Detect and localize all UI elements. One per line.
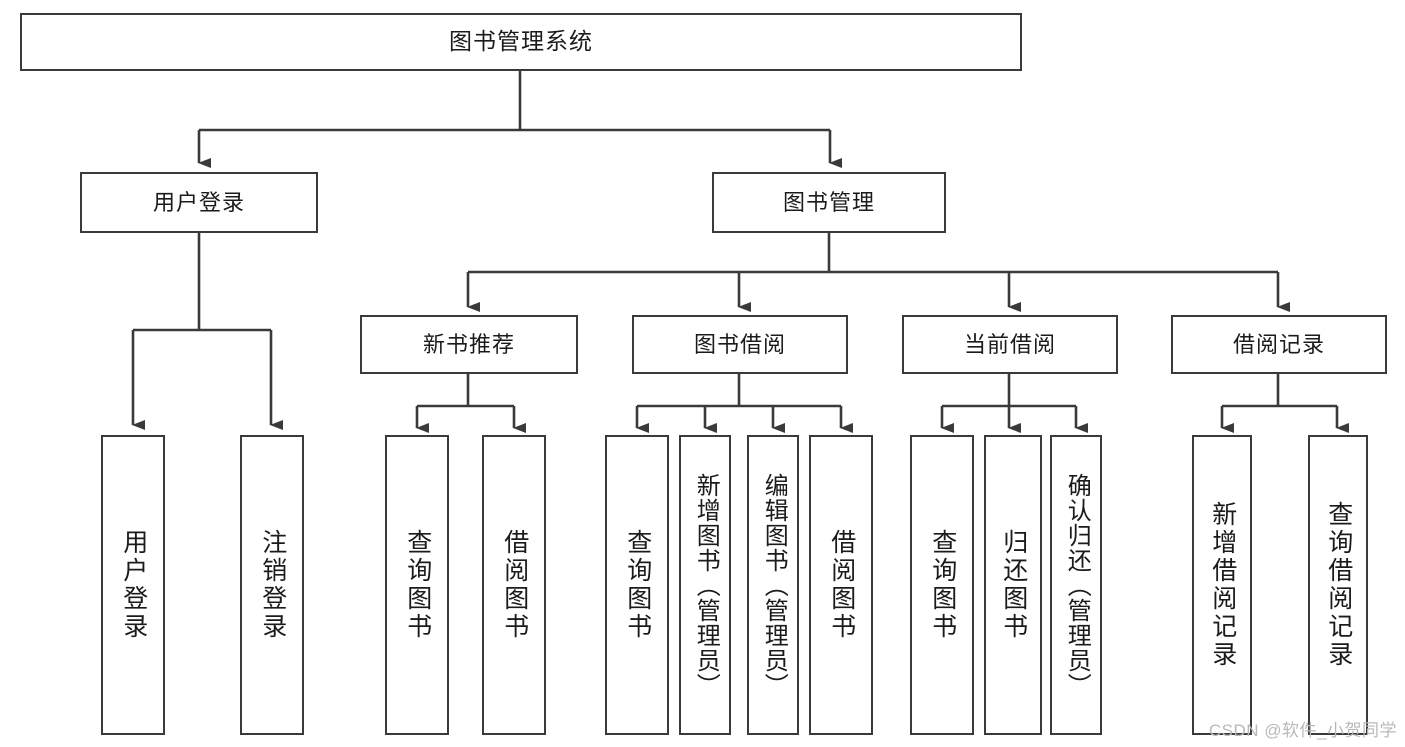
node-label: 查询图书 (403, 529, 432, 641)
node-label: 借阅图书 (500, 529, 529, 641)
node-label: 新增图书（管理员） (692, 472, 720, 698)
node-label: 编辑图书（管理员） (760, 472, 788, 698)
node-leaf-add-record[interactable]: 新增借阅记录 (1192, 435, 1252, 735)
node-leaf-query-book-2[interactable]: 查询图书 (605, 435, 669, 735)
node-label: 图书借阅 (693, 331, 786, 357)
node-book-borrow[interactable]: 图书借阅 (632, 315, 848, 374)
node-leaf-query-record[interactable]: 查询借阅记录 (1308, 435, 1368, 735)
node-leaf-add-book[interactable]: 新增图书（管理员） (679, 435, 731, 735)
node-label: 当前借阅 (963, 331, 1056, 357)
node-label: 用户登录 (152, 189, 245, 215)
node-label: 注销登录 (258, 529, 287, 641)
node-label: 归还图书 (999, 529, 1028, 641)
node-label: 借阅记录 (1232, 331, 1325, 357)
node-leaf-confirm-return[interactable]: 确认归还（管理员） (1050, 435, 1102, 735)
node-label: 新书推荐 (422, 331, 515, 357)
node-label: 确认归还（管理员） (1063, 472, 1091, 698)
node-label: 新增借阅记录 (1208, 501, 1237, 669)
node-leaf-query-book-1[interactable]: 查询图书 (385, 435, 449, 735)
csdn-watermark: CSDN @软件_小贺同学 (1208, 721, 1397, 740)
node-root-system[interactable]: 图书管理系统 (20, 13, 1022, 71)
node-leaf-edit-book[interactable]: 编辑图书（管理员） (747, 435, 799, 735)
node-label: 借阅图书 (827, 529, 856, 641)
node-leaf-borrow-book-1[interactable]: 借阅图书 (482, 435, 546, 735)
node-user-login[interactable]: 用户登录 (80, 172, 318, 233)
node-leaf-user-login[interactable]: 用户登录 (101, 435, 165, 735)
node-leaf-return-book[interactable]: 归还图书 (984, 435, 1042, 735)
node-new-book-recommend[interactable]: 新书推荐 (360, 315, 578, 374)
node-label: 用户登录 (119, 529, 148, 641)
node-label: 查询图书 (623, 529, 652, 641)
node-label: 图书管理系统 (449, 28, 593, 55)
node-book-manage[interactable]: 图书管理 (712, 172, 946, 233)
node-label: 查询图书 (928, 529, 957, 641)
node-borrow-record[interactable]: 借阅记录 (1171, 315, 1387, 374)
node-label: 查询借阅记录 (1324, 501, 1353, 669)
node-current-borrow[interactable]: 当前借阅 (902, 315, 1118, 374)
node-leaf-borrow-book-2[interactable]: 借阅图书 (809, 435, 873, 735)
node-leaf-query-book-3[interactable]: 查询图书 (910, 435, 974, 735)
node-leaf-logout[interactable]: 注销登录 (240, 435, 304, 735)
node-label: 图书管理 (782, 189, 875, 215)
